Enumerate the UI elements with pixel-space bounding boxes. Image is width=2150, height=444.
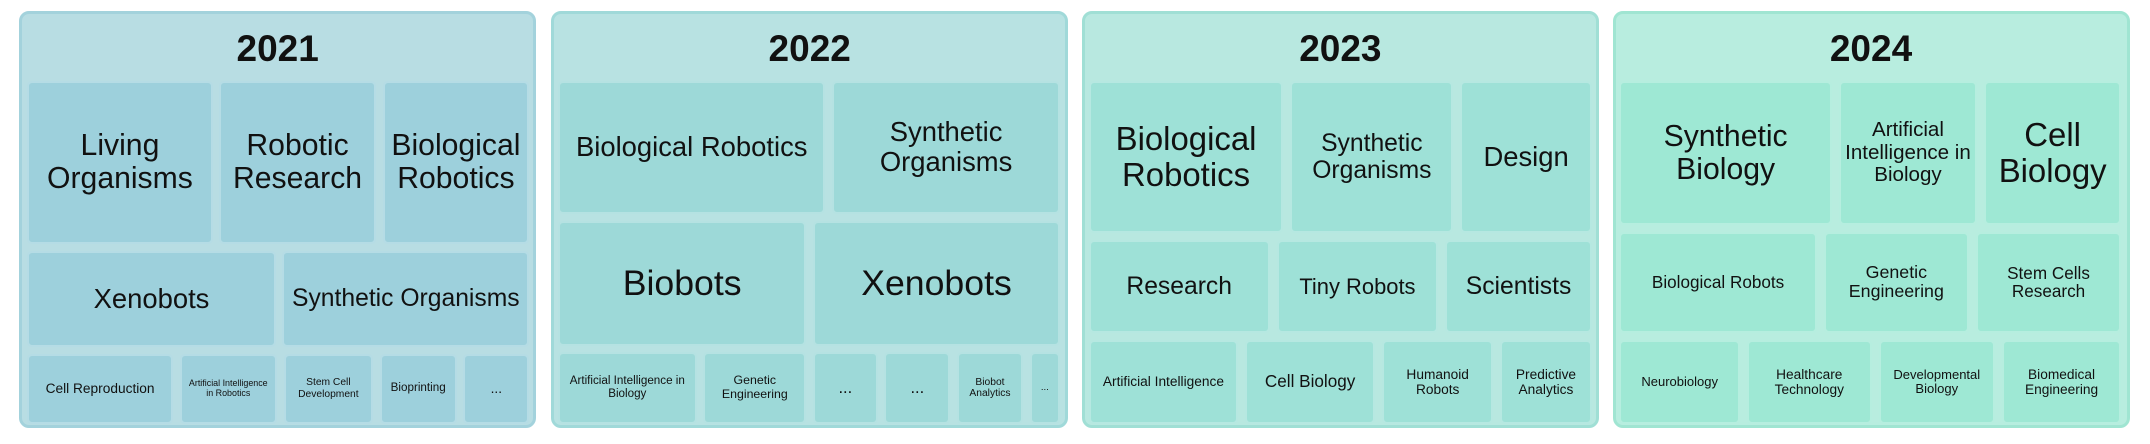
topic-tile-stem-cell-development[interactable]: Stem Cell Development bbox=[283, 353, 373, 424]
topic-tile-living-organisms[interactable]: Living Organisms bbox=[27, 80, 213, 245]
topic-tile-cell-reproduction[interactable]: Cell Reproduction bbox=[27, 353, 173, 424]
topic-tile-bioprinting[interactable]: Bioprinting bbox=[379, 353, 457, 424]
topic-tile-artificial-intelligence[interactable]: Artificial Intelligence bbox=[1088, 340, 1239, 424]
topic-tile-more[interactable]: ... bbox=[463, 353, 530, 424]
topic-tile-humanoid-robots[interactable]: Humanoid Robots bbox=[1382, 340, 1494, 424]
topic-tile-xenobots[interactable]: Xenobots bbox=[813, 220, 1060, 346]
topic-tile-synthetic-organisms[interactable]: Synthetic Organisms bbox=[282, 250, 530, 347]
topic-tile-synthetic-biology[interactable]: Synthetic Biology bbox=[1619, 80, 1832, 225]
topic-tile-design[interactable]: Design bbox=[1460, 80, 1592, 234]
topic-tile-biological-robotics[interactable]: Biological Robotics bbox=[558, 80, 826, 214]
topic-tile-artificial-intelligence-in-biology[interactable]: Artificial Intelligence in Biology bbox=[558, 352, 697, 424]
topic-tile-biological-robots[interactable]: Biological Robots bbox=[1619, 231, 1817, 334]
topic-tile-cell-biology[interactable]: Cell Biology bbox=[1245, 340, 1376, 424]
topic-tile-synthetic-organisms[interactable]: Synthetic Organisms bbox=[832, 80, 1060, 214]
topic-tile-healthcare-technology[interactable]: Healthcare Technology bbox=[1746, 340, 1872, 424]
topic-tile-more[interactable]: ... bbox=[1029, 352, 1060, 424]
topic-tile-neurobiology[interactable]: Neurobiology bbox=[1619, 340, 1740, 424]
topic-tile-biobot-analytics[interactable]: Biobot Analytics bbox=[957, 352, 1023, 424]
year-title: 2023 bbox=[1299, 28, 1382, 69]
topic-tile-more[interactable]: ... bbox=[813, 352, 878, 424]
topic-tile-stem-cells-research[interactable]: Stem Cells Research bbox=[1975, 231, 2122, 334]
topic-tile-biomedical-engineering[interactable]: Biomedical Engineering bbox=[2001, 340, 2122, 424]
topic-tile-scientists[interactable]: Scientists bbox=[1445, 239, 1592, 334]
topic-tile-research[interactable]: Research bbox=[1088, 239, 1270, 334]
topic-tile-artificial-intelligence-in-robotics[interactable]: Artificial Intelligence in Robotics bbox=[179, 353, 277, 424]
topic-tile-biobots[interactable]: Biobots bbox=[558, 220, 807, 346]
topic-tile-developmental-biology[interactable]: Developmental Biology bbox=[1878, 340, 1996, 424]
year-title: 2021 bbox=[236, 28, 319, 69]
topic-tile-tiny-robots[interactable]: Tiny Robots bbox=[1276, 239, 1439, 334]
topic-tile-artificial-intelligence-in-biology[interactable]: Artificial Intelligence in Biology bbox=[1838, 80, 1978, 225]
topic-tile-cell-biology[interactable]: Cell Biology bbox=[1984, 80, 2122, 225]
year-title: 2024 bbox=[1829, 28, 1913, 69]
topic-tile-genetic-engineering[interactable]: Genetic Engineering bbox=[703, 352, 807, 424]
year-title: 2022 bbox=[768, 28, 851, 69]
topic-tile-biological-robotics[interactable]: Biological Robotics bbox=[382, 80, 530, 245]
topic-tile-genetic-engineering[interactable]: Genetic Engineering bbox=[1823, 231, 1969, 334]
topic-tile-synthetic-organisms[interactable]: Synthetic Organisms bbox=[1290, 80, 1454, 234]
topic-tile-predictive-analytics[interactable]: Predictive Analytics bbox=[1500, 340, 1592, 424]
topic-tile-biological-robotics[interactable]: Biological Robotics bbox=[1088, 80, 1284, 234]
topic-tile-robotic-research[interactable]: Robotic Research bbox=[219, 80, 376, 245]
topic-tile-more[interactable]: ... bbox=[884, 352, 951, 424]
topic-tile-xenobots[interactable]: Xenobots bbox=[27, 250, 276, 347]
